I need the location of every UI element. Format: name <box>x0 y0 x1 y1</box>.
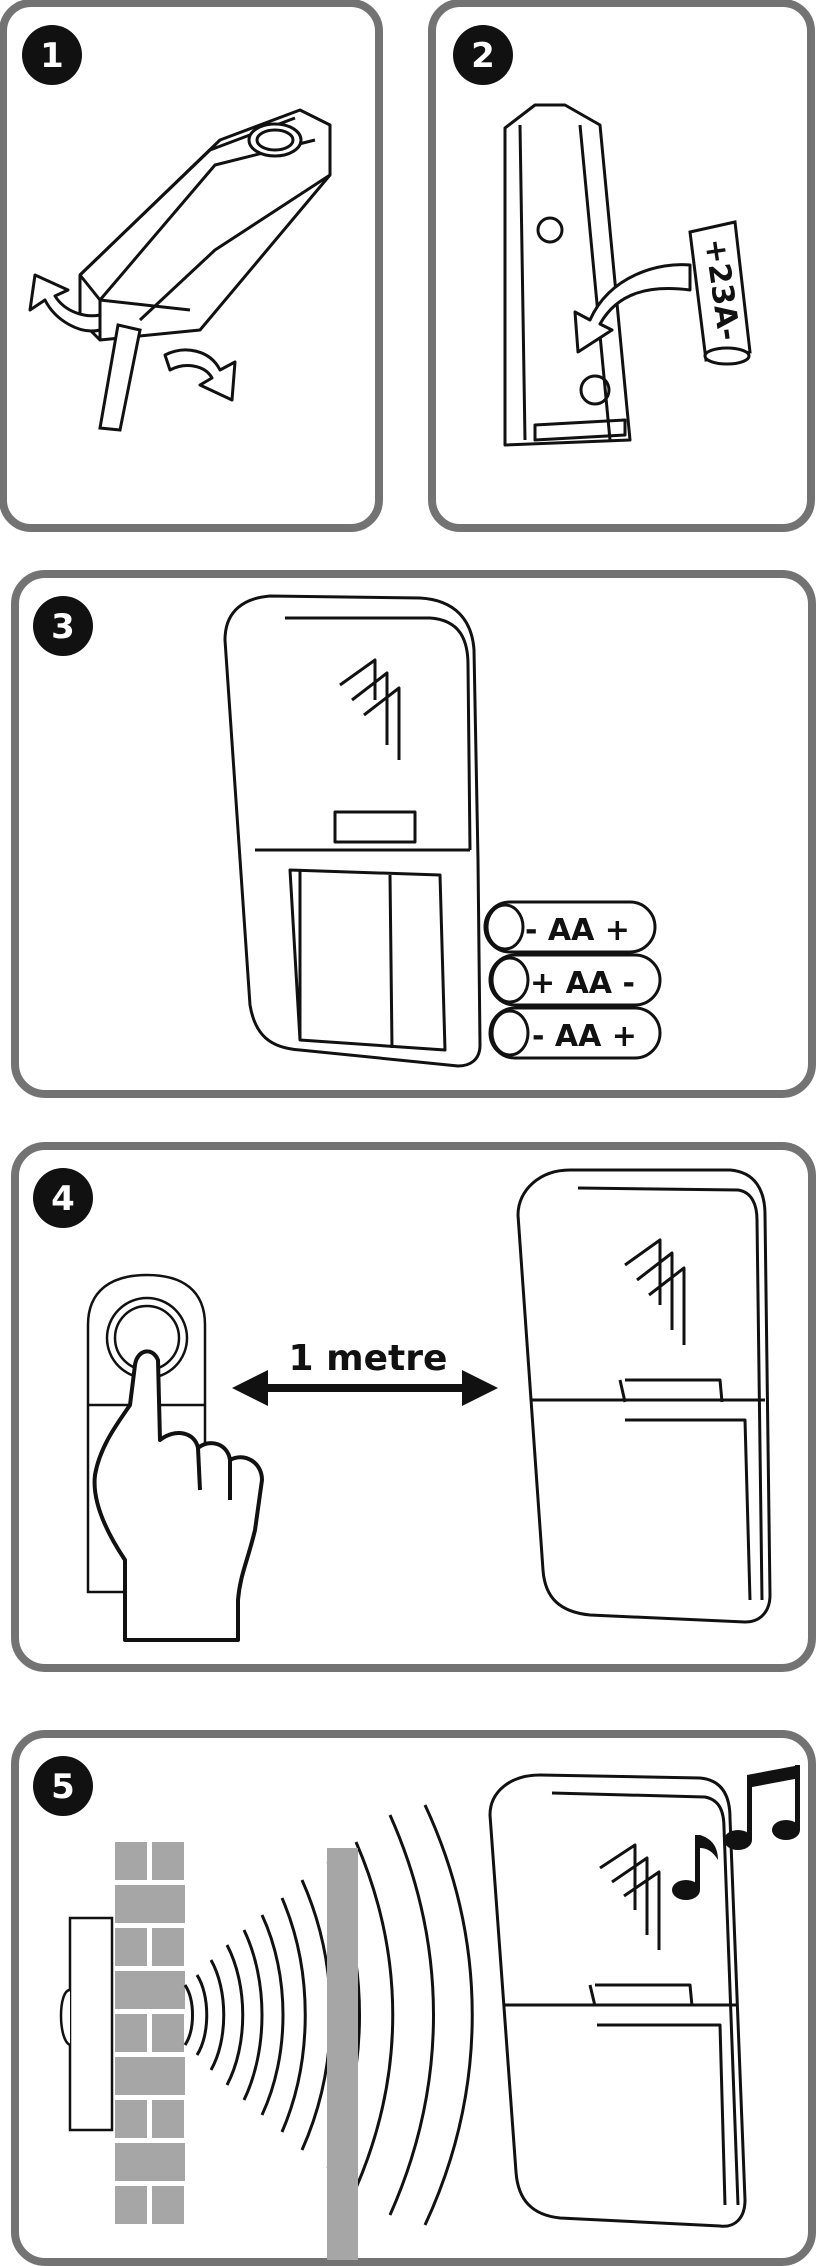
battery-label-aa-2: + AA - <box>530 966 635 1001</box>
step-number-3: 3 <box>51 607 75 647</box>
panel-step-5: 5 <box>15 1734 812 2262</box>
distance-label: 1 metre <box>289 1338 448 1379</box>
panel-step-3: 3 - AA + + AA - - AA + <box>15 574 812 1094</box>
step-number-1: 1 <box>40 36 64 76</box>
receiver-drawing <box>518 1170 770 1622</box>
step-badge-2: 2 <box>453 25 513 85</box>
battery-icon: + AA - <box>490 955 660 1005</box>
step-number-4: 4 <box>51 1179 75 1219</box>
battery-label-aa-3: - AA + <box>532 1019 637 1054</box>
step-number-5: 5 <box>51 1767 75 1807</box>
panel-step-1: 1 <box>3 3 379 528</box>
step-badge-5: 5 <box>33 1756 93 1816</box>
panel-step-4: 4 1 metre <box>15 1146 812 1668</box>
step-badge-4: 4 <box>33 1168 93 1228</box>
receiver-open-drawing <box>225 596 480 1066</box>
step-number-2: 2 <box>471 36 495 76</box>
battery-label-aa-1: - AA + <box>525 913 630 948</box>
wall-barrier <box>327 1848 358 2260</box>
step-badge-3: 3 <box>33 596 93 656</box>
step-badge-1: 1 <box>22 25 82 85</box>
battery-icon: - AA + <box>490 1008 660 1058</box>
panel-step-2: 2 +23A- <box>432 3 811 528</box>
battery-icon: - AA + <box>485 902 655 952</box>
